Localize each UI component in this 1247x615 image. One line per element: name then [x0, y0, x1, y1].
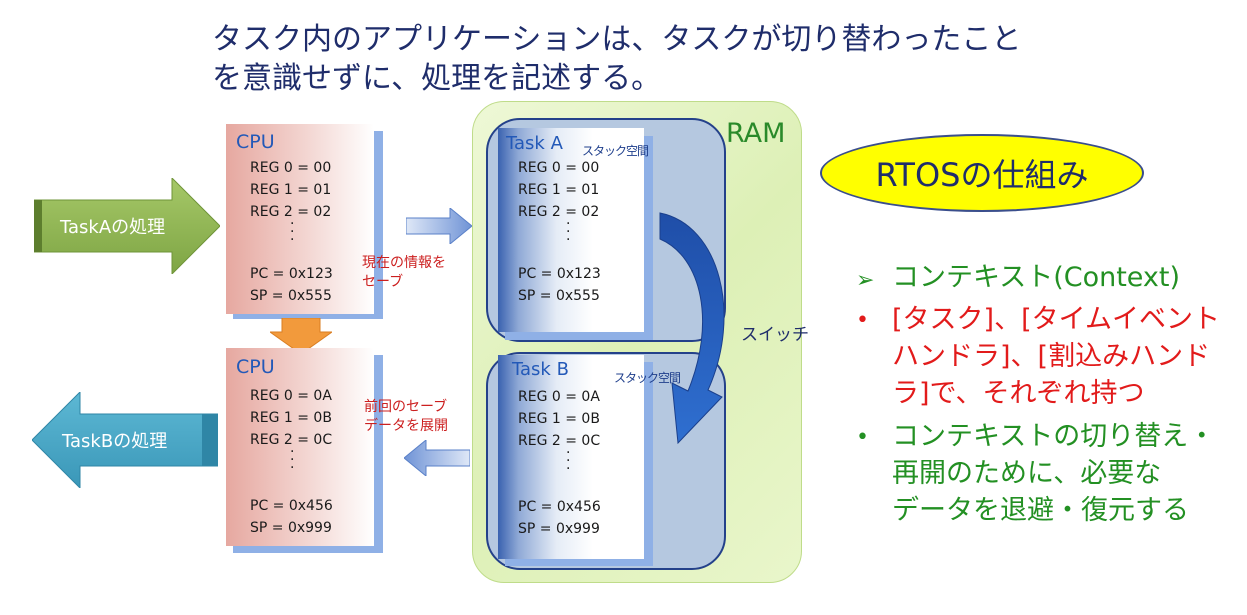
- task-b-pc: PC = 0x456: [518, 499, 601, 515]
- task-b-arrow: [32, 392, 218, 488]
- cpu-a-sp: SP = 0x555: [250, 288, 332, 304]
- orange-down-arrow: [270, 318, 332, 354]
- save-note-line-1: 現在の情報を: [362, 255, 446, 271]
- task-a-arrow-label: TaskAの処理: [60, 217, 166, 238]
- cpu-a-box: CPU REG 0 = 00 REG 1 = 01 REG 2 = 02 ···…: [226, 124, 374, 314]
- task-a-reg1: REG 1 = 01: [518, 182, 600, 198]
- bullet-3-line-2: 再開のために、必要な: [892, 458, 1162, 489]
- bullet-2-line-2: ハンドラ]、[割込みハンド: [892, 341, 1211, 372]
- title-line-1: タスク内のアプリケーションは、タスクが切り替わったこと: [212, 22, 1022, 57]
- bullet-1-line-1: コンテキスト(Context): [892, 262, 1181, 293]
- bullet-3-marker: •: [856, 425, 869, 450]
- restore-note: 前回のセーブ データを展開: [364, 398, 448, 436]
- cpu-b-sp: SP = 0x999: [250, 520, 332, 536]
- restore-note-line-1: 前回のセーブ: [364, 399, 448, 415]
- cpu-b-box: CPU REG 0 = 0A REG 1 = 0B REG 2 = 0C ···…: [226, 348, 374, 546]
- task-a-stack: Task A スタック空間 REG 0 = 00 REG 1 = 01 REG …: [498, 128, 649, 332]
- bullet-1-marker: ➢: [856, 268, 875, 293]
- task-a-ellipsis: ···: [566, 216, 571, 248]
- task-b-stack-label: スタック空間: [614, 371, 681, 385]
- bullet-2-line-3: ラ]で、それぞれ持つ: [892, 378, 1145, 409]
- cpu-b-pc: PC = 0x456: [250, 498, 333, 514]
- cpu-b-reg1: REG 1 = 0B: [250, 410, 332, 426]
- cpu-b-reg0: REG 0 = 0A: [250, 388, 332, 404]
- bullet-3: • コンテキストの切り替え・ 再開のために、必要な データを退避・復元する: [856, 418, 1236, 529]
- task-a-sp: SP = 0x555: [518, 288, 600, 304]
- task-b-reg1: REG 1 = 0B: [518, 411, 600, 427]
- task-a-reg0: REG 0 = 00: [518, 160, 600, 176]
- rtos-title-badge: RTOSの仕組み: [820, 134, 1144, 212]
- task-b-reg0: REG 0 = 0A: [518, 389, 600, 405]
- bullet-3-line-3: データを退避・復元する: [892, 495, 1189, 526]
- cpu-a-pc: PC = 0x123: [250, 266, 333, 282]
- switch-label: スイッチ: [741, 325, 809, 345]
- switch-arrow: [659, 212, 725, 445]
- task-b-reg2: REG 2 = 0C: [518, 433, 601, 449]
- bullet-2-line-1: [タスク]、[タイムイベント: [892, 304, 1221, 335]
- task-a-pc: PC = 0x123: [518, 266, 601, 282]
- task-a-stack-label: スタック空間: [582, 144, 649, 158]
- task-b-arrow-label: TaskBの処理: [62, 431, 168, 452]
- cpu-a-reg0: REG 0 = 00: [250, 160, 332, 176]
- bullet-2: • [タスク]、[タイムイベント ハンドラ]、[割込みハンド ラ]で、それぞれ持…: [856, 301, 1236, 412]
- restore-arrow: [404, 440, 470, 476]
- restore-note-line-2: データを展開: [364, 418, 448, 434]
- cpu-b-ellipsis: ···: [290, 444, 295, 476]
- task-a-reg2: REG 2 = 02: [518, 204, 600, 220]
- task-b-label: Task B: [512, 359, 569, 380]
- ram-label: RAM: [726, 118, 786, 149]
- task-a-label: Task A: [506, 133, 563, 154]
- bullet-2-marker: •: [856, 308, 869, 333]
- cpu-a-reg2: REG 2 = 02: [250, 204, 332, 220]
- bullet-1: ➢ コンテキスト(Context): [856, 259, 1236, 296]
- cpu-a-ellipsis: ···: [290, 216, 295, 248]
- cpu-a-label: CPU: [236, 131, 275, 153]
- title-line-2: を意識せずに、処理を記述する。: [212, 61, 662, 96]
- task-b-stack: Task B スタック空間 REG 0 = 0A REG 1 = 0B REG …: [498, 355, 681, 559]
- save-note: 現在の情報を セーブ: [362, 254, 446, 292]
- cpu-b-label: CPU: [236, 356, 275, 378]
- task-b-ellipsis: ···: [566, 445, 571, 477]
- bullet-3-line-1: コンテキストの切り替え・: [892, 421, 1216, 452]
- task-a-arrow: [34, 178, 220, 274]
- save-note-line-2: セーブ: [362, 274, 404, 290]
- task-b-sp: SP = 0x999: [518, 521, 600, 537]
- cpu-a-reg1: REG 1 = 01: [250, 182, 332, 198]
- rtos-title: RTOSの仕組み: [875, 156, 1089, 194]
- cpu-b-reg2: REG 2 = 0C: [250, 432, 333, 448]
- page-title: タスク内のアプリケーションは、タスクが切り替わったこと を意識せずに、処理を記述…: [212, 20, 1022, 98]
- save-arrow: [406, 208, 472, 244]
